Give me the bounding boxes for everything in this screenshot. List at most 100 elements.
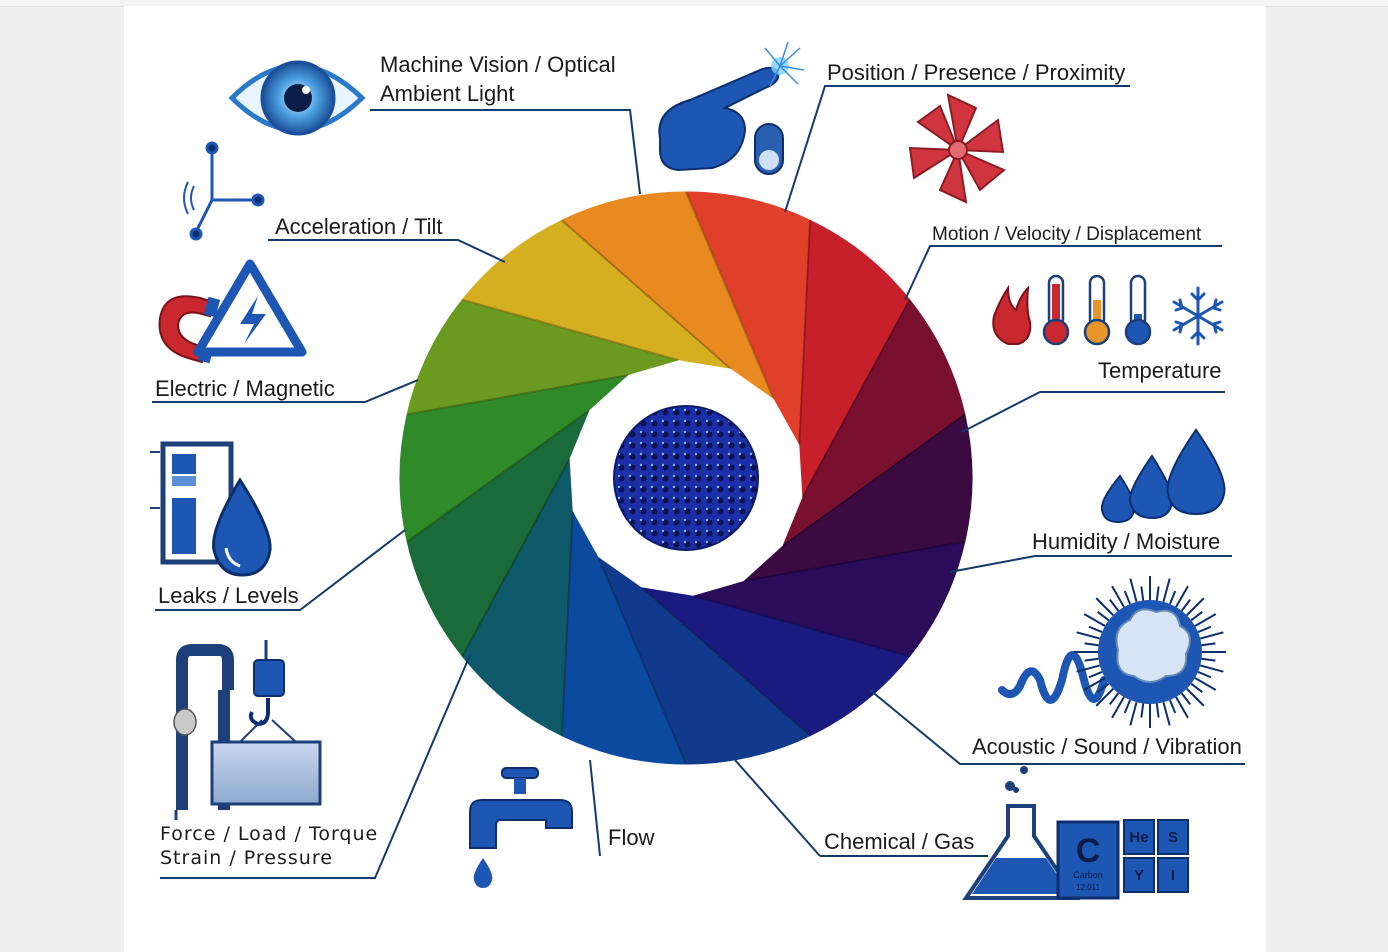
burst-spike bbox=[1199, 664, 1224, 673]
burst-spike bbox=[1190, 611, 1203, 622]
burst-spike bbox=[1076, 664, 1101, 673]
burst-spike bbox=[1088, 670, 1103, 679]
burst-spike bbox=[1140, 703, 1145, 718]
burst-spike bbox=[1109, 692, 1120, 705]
label-flow: Flow bbox=[608, 825, 655, 850]
wheel-blade-edge bbox=[798, 220, 812, 445]
label-acceleration: Acceleration / Tilt bbox=[275, 214, 443, 239]
wheel-blade-edge bbox=[685, 191, 775, 400]
burst-spike bbox=[1084, 657, 1099, 662]
high-voltage-icon bbox=[193, 259, 307, 357]
wheel-blade-edge bbox=[597, 556, 687, 765]
faucet-icon bbox=[469, 767, 573, 888]
burst-spike bbox=[1201, 657, 1216, 662]
wheel-blade-edge bbox=[560, 511, 574, 736]
burst-spike bbox=[1095, 597, 1114, 616]
burst-spike bbox=[1162, 578, 1171, 603]
label-motion: Motion / Velocity / Displacement bbox=[932, 224, 1202, 245]
label-strain: Strain / Pressure bbox=[160, 847, 333, 869]
burst-spike bbox=[1129, 701, 1138, 726]
tile-y: Y bbox=[1134, 867, 1144, 884]
propeller-icon bbox=[908, 93, 1006, 204]
label-chemical: Chemical / Gas bbox=[824, 829, 974, 854]
burst-spike bbox=[1197, 670, 1212, 679]
toggle-switch-icon bbox=[754, 123, 784, 175]
label-electric: Electric / Magnetic bbox=[155, 376, 335, 401]
burst-spike bbox=[1197, 625, 1212, 634]
flame-icon bbox=[992, 284, 1032, 345]
burst-spike bbox=[1190, 682, 1203, 693]
burst-spike bbox=[1109, 599, 1120, 612]
wheel-blade-edge bbox=[801, 299, 911, 498]
sound-wave-icon bbox=[998, 651, 1108, 704]
tile-he: He bbox=[1129, 829, 1148, 846]
label-machine-vision: Machine Vision / Optical bbox=[380, 52, 616, 77]
tile-i: I bbox=[1171, 867, 1175, 884]
periodic-table-icon: C Carbon 12.011 He S Y I bbox=[1056, 819, 1189, 900]
label-acoustic: Acoustic / Sound / Vibration bbox=[972, 734, 1242, 759]
labels: Machine Vision / Optical Ambient Light P… bbox=[155, 52, 1242, 869]
wheel-blade-edge bbox=[561, 219, 732, 370]
carbon-mass: 12.011 bbox=[1076, 883, 1100, 892]
burst-spike bbox=[1111, 696, 1125, 719]
wheel-blade-edge bbox=[743, 540, 966, 583]
tile-s: S bbox=[1168, 829, 1178, 846]
burst-spike bbox=[1194, 677, 1217, 691]
crane-hook-icon bbox=[210, 640, 322, 806]
label-humidity: Humidity / Moisture bbox=[1032, 529, 1220, 554]
burst-spike bbox=[1088, 625, 1103, 634]
burst-spike bbox=[1162, 701, 1171, 726]
wheel-blade-edge bbox=[461, 458, 571, 657]
burst-spike bbox=[1140, 586, 1145, 601]
burst-spike bbox=[1180, 599, 1191, 612]
wheel-blade-edge bbox=[462, 298, 680, 362]
pointing-hand-icon bbox=[658, 41, 805, 172]
burst-spike bbox=[1095, 688, 1114, 707]
burst-spike bbox=[1168, 699, 1177, 714]
burst-spike bbox=[1186, 688, 1205, 707]
label-leaks: Leaks / Levels bbox=[158, 583, 299, 608]
label-force: Force / Load / Torque bbox=[160, 823, 378, 845]
axes-icon bbox=[183, 141, 265, 241]
burst-spike bbox=[1123, 590, 1132, 605]
label-temperature: Temperature bbox=[1098, 358, 1222, 383]
burst-spike bbox=[1097, 611, 1110, 622]
carbon-name: Carbon bbox=[1073, 870, 1103, 880]
burst-spike bbox=[1175, 585, 1189, 608]
color-wheel bbox=[399, 191, 973, 765]
burst-spike bbox=[1175, 696, 1189, 719]
wheel-blade-edge bbox=[781, 413, 966, 547]
wheel-blade-edge bbox=[406, 409, 591, 543]
burst-spike bbox=[1199, 631, 1224, 640]
burst-spike bbox=[1201, 642, 1216, 647]
burst-spike bbox=[1155, 703, 1160, 718]
humidity-drops-icon bbox=[1100, 428, 1226, 524]
burst-spike bbox=[1097, 682, 1110, 693]
wheel-segment bbox=[561, 191, 775, 401]
burst-spike bbox=[1186, 597, 1205, 616]
water-drop-icon bbox=[212, 477, 272, 577]
burst-spike bbox=[1083, 677, 1106, 691]
burst-spike bbox=[1083, 613, 1106, 627]
burst-spike bbox=[1123, 699, 1132, 714]
burst-spike bbox=[1168, 590, 1177, 605]
eye-icon bbox=[228, 60, 366, 136]
burst-spike bbox=[1194, 613, 1217, 627]
label-ambient-light: Ambient Light bbox=[380, 81, 515, 106]
wheel-blade-edge bbox=[640, 586, 811, 737]
carbon-symbol: C bbox=[1076, 832, 1101, 870]
wheel-blade-edge bbox=[406, 373, 629, 416]
wheel-blade-edge bbox=[692, 594, 910, 658]
center-sphere bbox=[613, 405, 759, 551]
explosion-icon bbox=[1074, 576, 1226, 728]
burst-spike bbox=[1155, 586, 1160, 601]
burst-spike bbox=[1180, 692, 1191, 705]
snowflake-icon bbox=[1172, 286, 1224, 346]
burst-spike bbox=[1111, 585, 1125, 608]
burst-spike bbox=[1084, 642, 1099, 647]
thermometer-icon bbox=[1042, 274, 1152, 346]
leader-lines bbox=[152, 85, 1245, 879]
burst-spike bbox=[1076, 631, 1101, 640]
burst-spike bbox=[1129, 578, 1138, 603]
